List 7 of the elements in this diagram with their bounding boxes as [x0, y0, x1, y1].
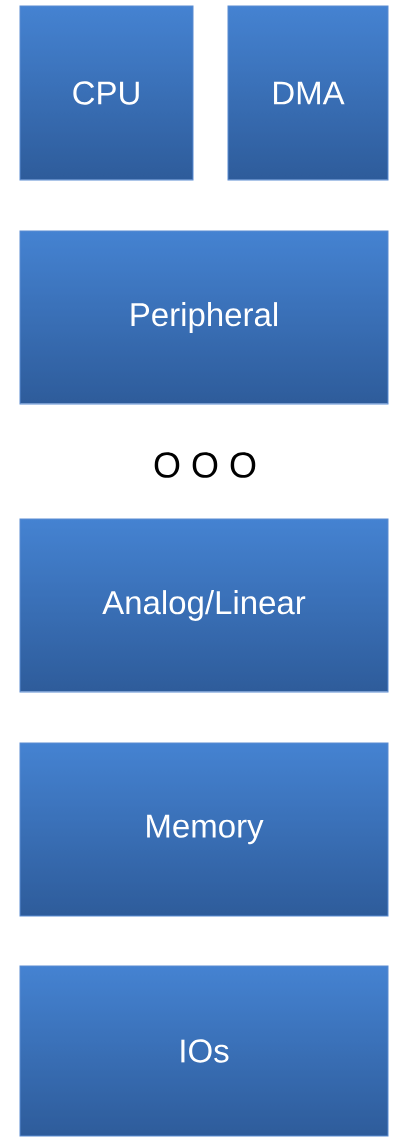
process-box: Peripheral	[19, 230, 389, 405]
process-box: Analog/Linear	[19, 518, 389, 693]
process-box: Memory	[19, 742, 389, 917]
process-box: CPU	[19, 5, 194, 181]
process-box: DMA	[227, 5, 389, 181]
process-box: IOs	[19, 965, 389, 1137]
ellipsis-text: O O O	[154, 452, 256, 478]
